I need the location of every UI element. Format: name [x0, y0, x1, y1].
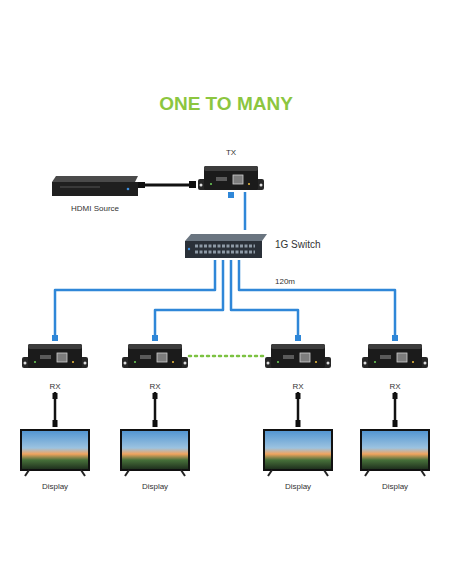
cable: [54, 392, 57, 426]
device-node: Display: [118, 426, 192, 492]
tx-unit: [189, 166, 264, 198]
device-label: HDMI Source: [71, 204, 119, 214]
device-node: Display: [18, 426, 92, 492]
network-switch: [185, 234, 267, 258]
cable: [394, 392, 397, 426]
device-node: HDMI Source: [48, 172, 142, 214]
cable: [154, 392, 157, 426]
blu-ray-player: [52, 176, 145, 196]
cable: [239, 260, 395, 340]
device-label: RX: [49, 382, 60, 392]
device-label: RX: [389, 382, 400, 392]
device-node: RX: [21, 340, 89, 392]
device-node: Display: [261, 426, 335, 492]
displays: [21, 420, 429, 476]
device-label: RX: [292, 382, 303, 392]
cable: [297, 392, 300, 426]
device-label: TX: [226, 148, 236, 158]
cable: [155, 260, 223, 340]
device-label: Display: [42, 482, 68, 492]
cable: [244, 192, 247, 230]
cable: [142, 184, 194, 187]
device-label: Display: [142, 482, 168, 492]
dotted-link: [189, 355, 264, 358]
device-label: RX: [149, 382, 160, 392]
rx-units: [22, 335, 428, 399]
device-node: 1G Switch: [183, 230, 335, 260]
cable: [231, 260, 298, 340]
device-label: 1G Switch: [275, 239, 321, 251]
device-node: RX: [361, 340, 429, 392]
diagram-title: ONE TO MANY: [0, 93, 452, 115]
cable-length: 120m: [273, 277, 297, 287]
device-label: Display: [285, 482, 311, 492]
device-node: RX: [121, 340, 189, 392]
device-node: TX: [194, 148, 268, 192]
device-node: RX: [264, 340, 332, 392]
device-node: Display: [358, 426, 432, 492]
device-label: Display: [382, 482, 408, 492]
cable: [55, 260, 215, 340]
